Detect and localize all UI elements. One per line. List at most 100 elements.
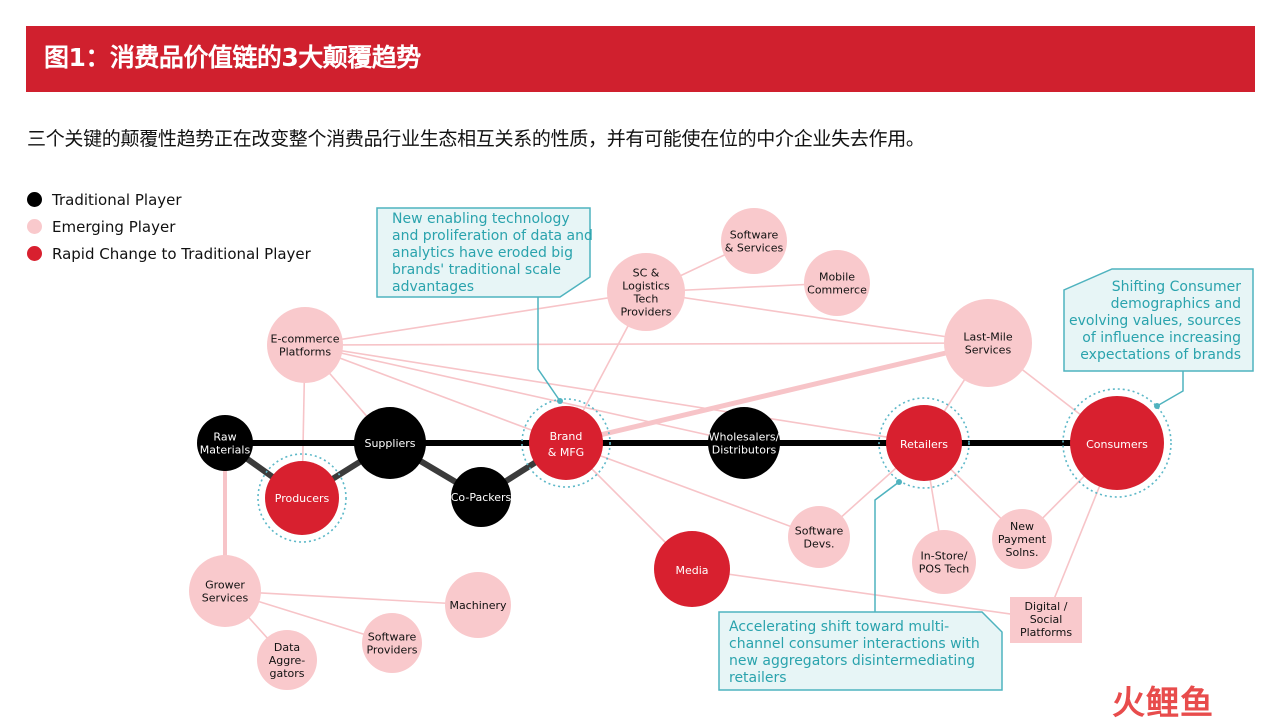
node-label-line: Machinery — [449, 599, 507, 612]
node-label-line: Providers — [366, 643, 417, 656]
node-label-line: Platforms — [279, 345, 331, 358]
node-label: In-Store/POS Tech — [919, 549, 969, 575]
connection-line-ecommerce-sc — [304, 291, 647, 346]
callout-channel: Accelerating shift toward multi-channel … — [718, 479, 1003, 691]
node-label-line: Solns. — [1006, 546, 1039, 559]
node-shape — [189, 555, 261, 627]
node-label-line: Software — [368, 630, 417, 643]
node-shape — [197, 415, 253, 471]
node-shape — [804, 250, 870, 316]
node-ring — [257, 453, 347, 543]
node-label-line: New — [1010, 520, 1034, 533]
legend-label: Rapid Change to Traditional Player — [52, 244, 311, 263]
connection-line-brand-lastmile — [565, 340, 989, 446]
node-shape — [354, 407, 426, 479]
node-label-line: Services — [202, 591, 249, 604]
connection-line-media-digital — [691, 568, 1047, 620]
node-shape — [654, 531, 730, 607]
node-label-line: & MFG — [548, 446, 584, 459]
node-shape — [257, 630, 317, 690]
callout-text-line: advantages — [392, 279, 474, 295]
node-shape — [529, 406, 603, 480]
node-label-line: & Services — [725, 241, 784, 254]
node-label-line: Providers — [620, 305, 671, 318]
node-label: Suppliers — [364, 437, 415, 450]
node-label: Brand & MFG — [548, 430, 584, 459]
node-label-line: Data — [274, 641, 300, 654]
callout-text: Accelerating shift toward multi-channel … — [729, 619, 980, 686]
node-wholesalers: Wholesalers/Distributors — [708, 407, 780, 479]
legend-label: Emerging Player — [52, 217, 176, 236]
callout-box — [718, 611, 1003, 691]
callout-text-line: Accelerating shift toward multi- — [729, 619, 949, 635]
node-label-line: E-commerce — [271, 332, 340, 345]
legend-item-emerging: Emerging Player — [27, 213, 311, 240]
callout-text-line: analytics have eroded big — [392, 245, 573, 261]
node-shape — [944, 299, 1032, 387]
watermark-logo: 火鲤鱼 — [1112, 676, 1214, 724]
node-label-line: Co-Packers — [451, 491, 512, 504]
legend-label: Traditional Player — [52, 190, 182, 209]
connection-line-ecommerce-brand — [304, 344, 567, 444]
callout-text-line: of influence increasing — [1082, 330, 1241, 346]
node-label: Consumers — [1086, 438, 1148, 451]
callout-text-line: Shifting Consumer — [1112, 279, 1242, 295]
node-ring — [878, 397, 970, 489]
node-label-line: Wholesalers/ — [709, 430, 780, 443]
legend: Traditional Player Emerging Player Rapid… — [27, 186, 311, 267]
node-label-line: Materials — [200, 443, 251, 456]
node-label: Wholesalers/Distributors — [709, 430, 780, 456]
callout-box — [1063, 268, 1254, 372]
node-label: Media — [675, 564, 708, 577]
node-label-line: In-Store/ — [921, 549, 968, 562]
node-label-line: Social — [1030, 613, 1063, 626]
node-label-line: Media — [675, 564, 708, 577]
node-shape — [445, 572, 511, 638]
connection-line-ecommerce-wholesalers — [304, 344, 745, 444]
callout-text-line: and proliferation of data and — [392, 228, 593, 244]
node-label: Producers — [275, 492, 330, 505]
node-label-line: Services — [965, 343, 1012, 356]
connection-line-sc-lastmile — [645, 291, 989, 344]
callout-text-line: new aggregators disintermediating — [729, 653, 975, 669]
node-label-line: Devs. — [804, 537, 835, 550]
node-label-line: gators — [269, 667, 304, 680]
legend-item-rapid: Rapid Change to Traditional Player — [27, 240, 311, 267]
node-label-line: Brand — [550, 430, 583, 443]
node-media: Media — [654, 531, 730, 607]
legend-dot-rapid — [27, 246, 42, 261]
node-label-line: Software — [795, 524, 844, 537]
page-title: 图1：消费品价值链的3大颠覆趋势 — [44, 43, 421, 72]
node-label-line: Grower — [205, 578, 245, 591]
node-label-line: Platforms — [1020, 626, 1072, 639]
node-label: Machinery — [449, 599, 507, 612]
callout-text-line: channel consumer interactions with — [729, 636, 980, 652]
node-label-line: Commerce — [807, 283, 867, 296]
callout-anchor-dot — [896, 479, 902, 485]
node-label-line: Consumers — [1086, 438, 1148, 451]
callout-anchor-dot — [1154, 403, 1160, 409]
node-shape — [912, 530, 976, 594]
node-shape — [708, 407, 780, 479]
